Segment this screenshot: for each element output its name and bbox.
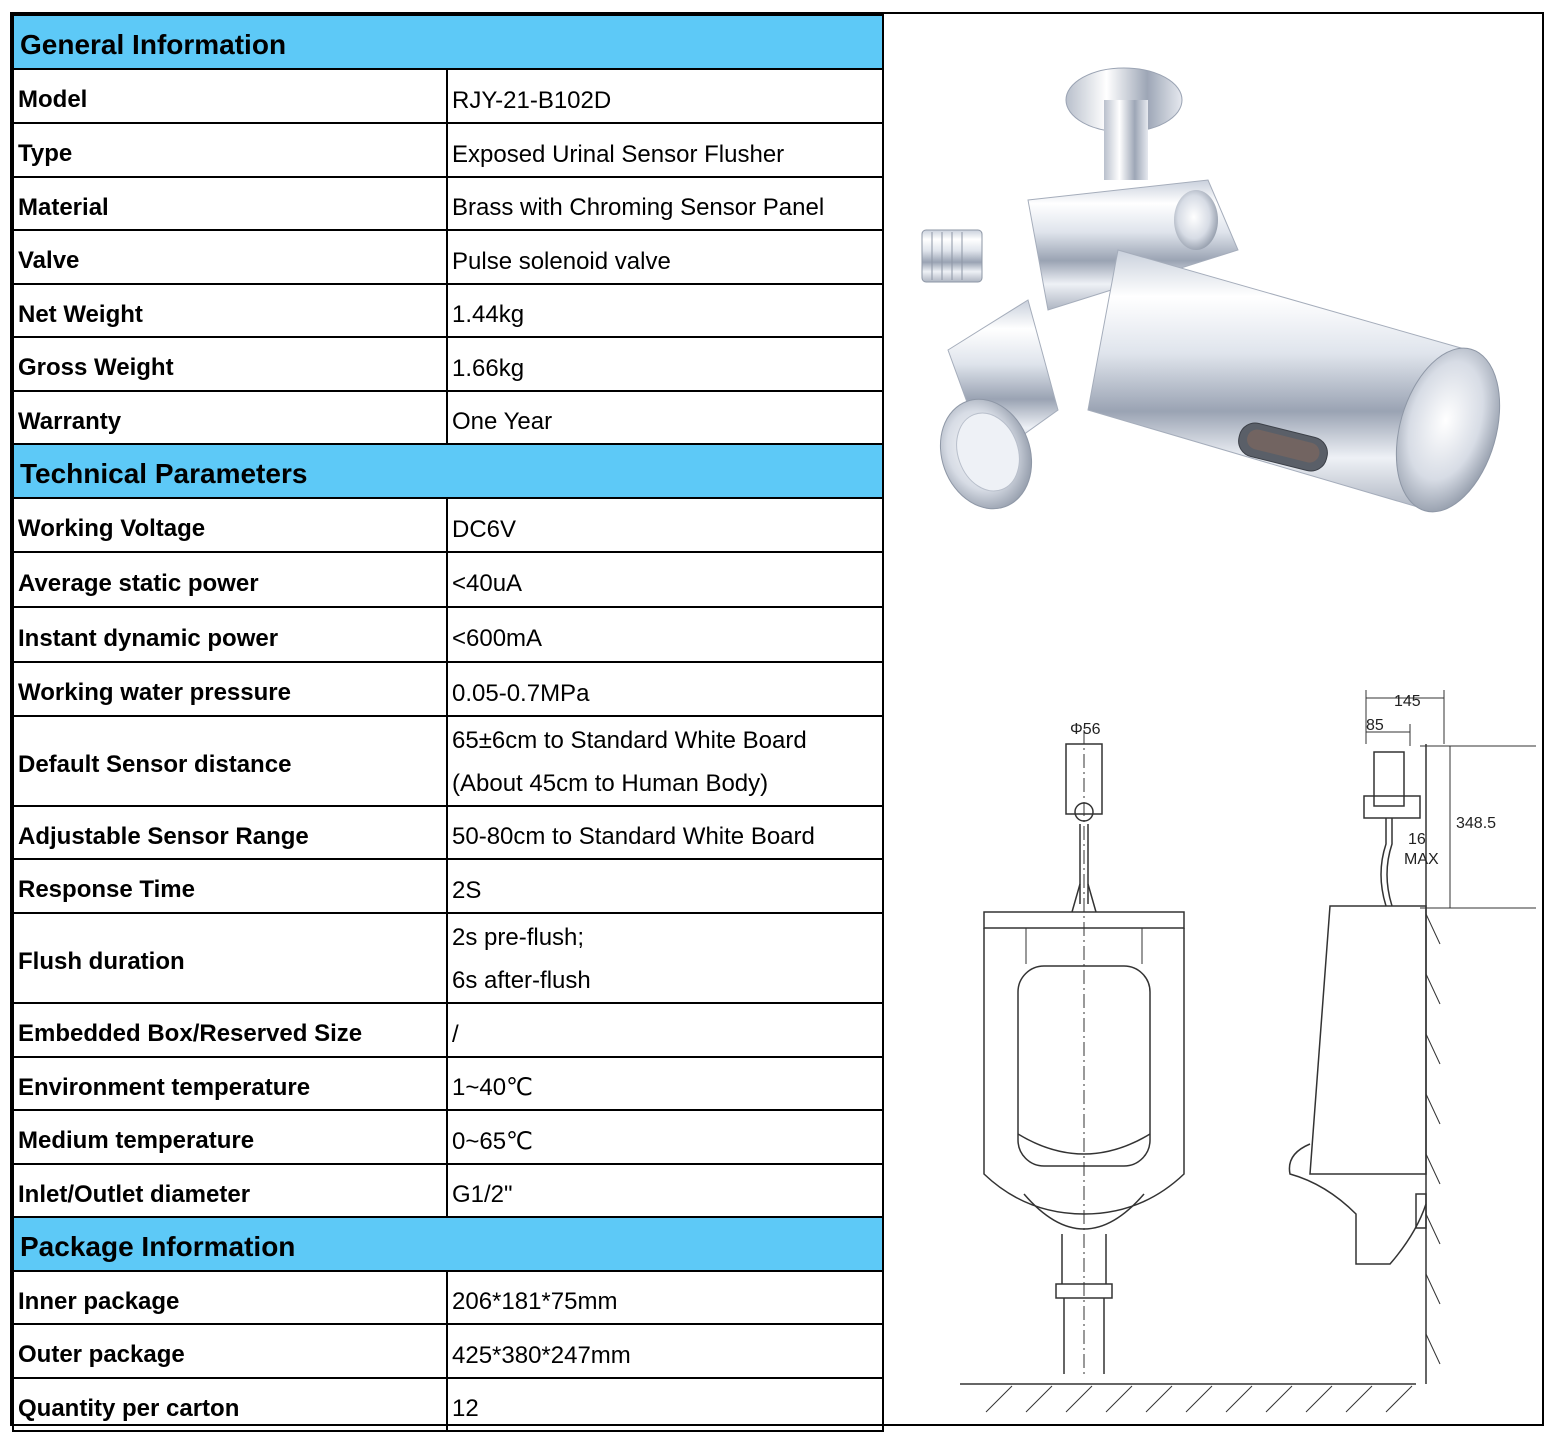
table-row: Warranty One Year	[12, 390, 885, 445]
table-row: Quantity per carton 12	[12, 1377, 885, 1432]
row-value: 2s pre-flush; 6s after-flush	[445, 912, 885, 1004]
row-label: Valve	[12, 229, 448, 285]
table-row: Default Sensor distance 65±6cm to Standa…	[12, 715, 885, 807]
table-row: Valve Pulse solenoid valve	[12, 229, 885, 285]
table-row: Type Exposed Urinal Sensor Flusher	[12, 122, 885, 178]
row-value: Exposed Urinal Sensor Flusher	[445, 122, 885, 178]
table-row: Model RJY-21-B102D	[12, 68, 885, 124]
row-label: Gross Weight	[12, 336, 448, 392]
row-label: Type	[12, 122, 448, 178]
row-label: Inlet/Outlet diameter	[12, 1163, 448, 1218]
table-row: Response Time 2S	[12, 858, 885, 914]
section-header: General Information	[11, 14, 885, 70]
row-value: 65±6cm to Standard White Board (About 45…	[445, 715, 885, 807]
row-label: Default Sensor distance	[12, 715, 448, 807]
row-value-line2: (About 45cm to Human Body)	[452, 770, 769, 797]
dim-side-gap: 16	[1408, 831, 1426, 848]
row-label: Environment temperature	[12, 1056, 448, 1111]
row-value-line2: 6s after-flush	[452, 967, 591, 994]
table-row: Environment temperature 1~40℃	[12, 1056, 885, 1111]
row-value: RJY-21-B102D	[445, 68, 885, 124]
row-label: Embedded Box/Reserved Size	[12, 1002, 448, 1058]
table-row: Inner package 206*181*75mm	[12, 1270, 885, 1325]
row-label: Working Voltage	[12, 497, 448, 553]
row-label: Average static power	[12, 551, 448, 608]
row-label: Medium temperature	[12, 1109, 448, 1165]
row-value: 1~40℃	[445, 1056, 885, 1111]
row-value: G1/2"	[445, 1163, 885, 1218]
table-row: Working water pressure 0.05-0.7MPa	[12, 661, 885, 717]
row-label: Adjustable Sensor Range	[12, 805, 448, 860]
spec-sheet: General Information Model RJY-21-B102D T…	[10, 12, 1544, 1432]
table-row: Gross Weight 1.66kg	[12, 336, 885, 392]
row-label: Net Weight	[12, 283, 448, 338]
dim-side-gap-note: MAX	[1404, 851, 1439, 868]
product-photo	[921, 67, 1501, 513]
dim-side-height: 348.5	[1456, 815, 1496, 832]
table-row: Instant dynamic power <600mA	[12, 606, 885, 663]
row-value: /	[445, 1002, 885, 1058]
row-value: <600mA	[445, 606, 885, 663]
table-row: Inlet/Outlet diameter G1/2"	[12, 1163, 885, 1218]
row-label: Flush duration	[12, 912, 448, 1004]
row-value: Pulse solenoid valve	[445, 229, 885, 285]
table-row: Average static power <40uA	[12, 551, 885, 608]
row-label: Instant dynamic power	[12, 606, 448, 663]
dim-side-width-inner: 85	[1366, 717, 1384, 734]
row-value: 50-80cm to Standard White Board	[445, 805, 885, 860]
section-header: Technical Parameters	[11, 443, 885, 499]
row-label: Working water pressure	[12, 661, 448, 717]
table-row: Adjustable Sensor Range 50-80cm to Stand…	[12, 805, 885, 860]
table-row: Material Brass with Chroming Sensor Pane…	[12, 176, 885, 231]
table-row: Flush duration 2s pre-flush; 6s after-fl…	[12, 912, 885, 1004]
row-value: DC6V	[445, 497, 885, 553]
row-value-line1: 65±6cm to Standard White Board	[452, 727, 807, 754]
row-label: Model	[12, 68, 448, 124]
row-value: 1.66kg	[445, 336, 885, 392]
table-row: Embedded Box/Reserved Size /	[12, 1002, 885, 1058]
row-label: Quantity per carton	[12, 1377, 448, 1432]
row-value: 0~65℃	[445, 1109, 885, 1165]
table-row: Outer package 425*380*247mm	[12, 1323, 885, 1379]
section-title: General Information	[11, 14, 885, 70]
row-value: 0.05-0.7MPa	[445, 661, 885, 717]
row-label: Inner package	[12, 1270, 448, 1325]
section-title: Package Information	[11, 1216, 885, 1272]
dim-front-diameter: Φ56	[1070, 721, 1101, 738]
row-value: One Year	[445, 390, 885, 445]
row-label: Outer package	[12, 1323, 448, 1379]
table-row: Medium temperature 0~65℃	[12, 1109, 885, 1165]
row-value: 12	[445, 1377, 885, 1432]
table-row: Working Voltage DC6V	[12, 497, 885, 553]
row-label: Response Time	[12, 858, 448, 914]
spec-table: General Information Model RJY-21-B102D T…	[11, 14, 885, 1432]
row-label: Material	[12, 176, 448, 231]
row-value-line1: 2s pre-flush;	[452, 924, 585, 951]
installation-drawing: Φ56 145 85 348.5 16 MAX	[960, 690, 1536, 1413]
row-value: 206*181*75mm	[445, 1270, 885, 1325]
dim-side-width-total: 145	[1394, 693, 1421, 710]
row-value: 1.44kg	[445, 283, 885, 338]
section-title: Technical Parameters	[11, 443, 885, 499]
section-header: Package Information	[11, 1216, 885, 1272]
row-value: 425*380*247mm	[445, 1323, 885, 1379]
image-panel: Φ56 145 85 348.5 16 MAX	[882, 14, 1544, 1426]
row-value: <40uA	[445, 551, 885, 608]
row-label: Warranty	[12, 390, 448, 445]
row-value: Brass with Chroming Sensor Panel	[445, 176, 885, 231]
row-value: 2S	[445, 858, 885, 914]
table-row: Net Weight 1.44kg	[12, 283, 885, 338]
